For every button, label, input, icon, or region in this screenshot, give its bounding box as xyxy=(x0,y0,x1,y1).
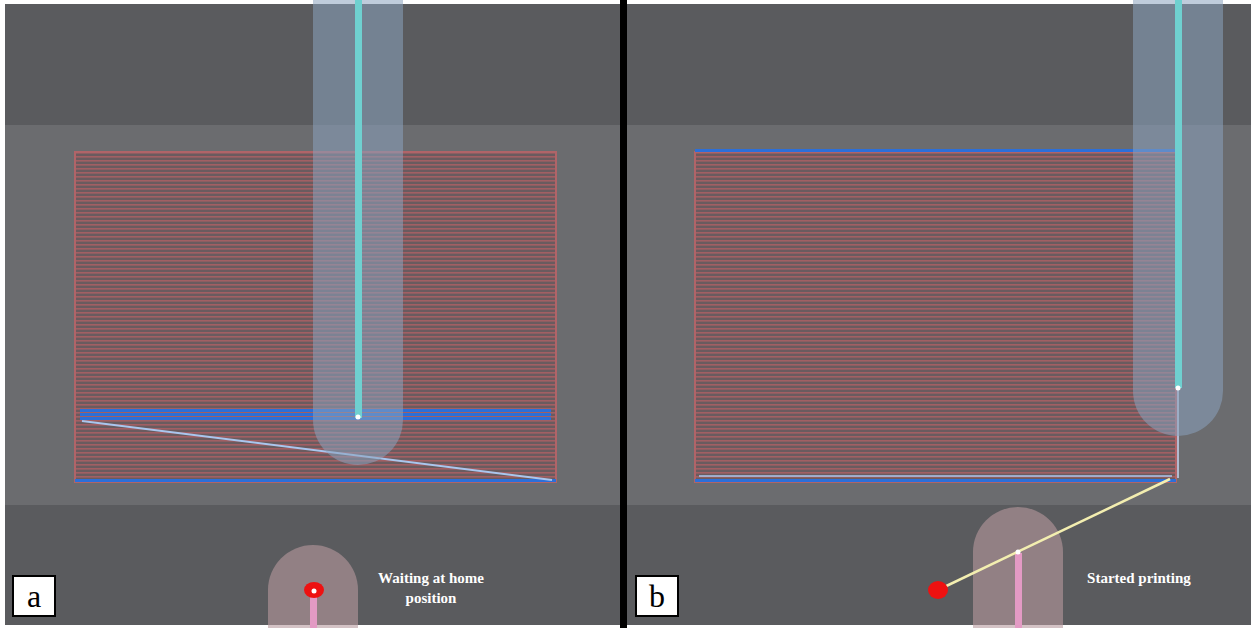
panel-letter: a xyxy=(27,580,41,612)
blue-path xyxy=(695,479,1176,482)
panel-ground xyxy=(5,4,620,625)
blue-path xyxy=(75,479,556,482)
nozzle-tip xyxy=(356,415,361,420)
nozzle-cyan xyxy=(355,0,362,418)
nozzle-tip xyxy=(1176,386,1181,391)
home-dot xyxy=(304,582,324,598)
nozzle-shadow xyxy=(268,545,358,628)
nozzle-tip xyxy=(1016,550,1021,555)
print-layer xyxy=(695,152,1176,482)
panel-letter-box: a xyxy=(12,575,56,617)
nozzle-pink xyxy=(1015,553,1022,628)
divider xyxy=(620,0,627,628)
nozzle-cyan xyxy=(1175,0,1182,388)
bed-band xyxy=(5,125,620,505)
nozzle-shadow xyxy=(313,0,403,465)
travel-move xyxy=(699,475,1172,477)
status-label: Waiting at home position xyxy=(378,568,484,608)
blue-path xyxy=(695,149,1176,152)
nozzle-tip xyxy=(312,589,317,594)
panel-letter-box: b xyxy=(635,575,679,617)
panel-letter: b xyxy=(649,580,665,612)
nozzle-shadow xyxy=(1133,0,1223,436)
status-label: Started printing xyxy=(1064,568,1214,588)
home-dot xyxy=(928,581,948,599)
